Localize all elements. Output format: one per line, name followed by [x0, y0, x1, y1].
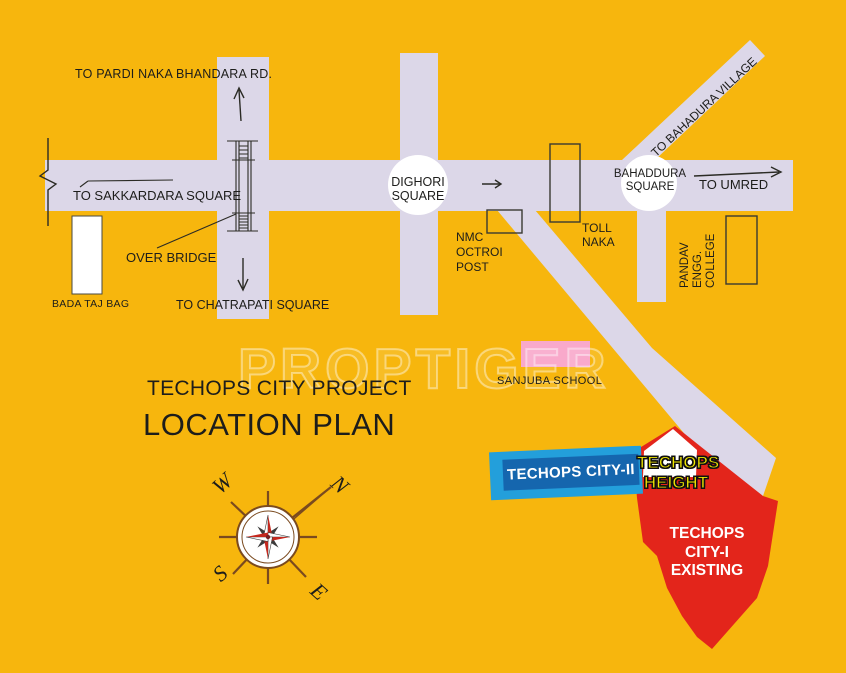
label-dighori-square: DIGHORI SQUARE — [391, 175, 445, 203]
label-sanjuba-school: SANJUBA SCHOOL — [497, 375, 603, 387]
arrow-down-icon — [237, 258, 249, 292]
label-toll-naka: TOLL NAKA — [582, 221, 615, 249]
compass-star — [245, 514, 291, 560]
road-below-bahaddura — [637, 207, 666, 302]
arrow-up-icon — [233, 86, 245, 122]
label-to-chatrapati: TO CHATRAPATI SQUARE — [176, 298, 330, 312]
dighori-square-circle — [388, 155, 448, 215]
label-pandav-college: PANDAV ENGG. COLLEGE — [679, 233, 717, 288]
techops-city2-banner-inner: TECHOPS CITY-II — [502, 453, 640, 491]
over-bridge-icon — [227, 140, 258, 232]
road-break-icon — [38, 138, 58, 226]
techops-height-zone — [643, 429, 697, 477]
label-to-sakkardara: TO SAKKARDARA SQUARE — [73, 188, 242, 203]
label-bada-taj-bag: BADA TAJ BAG — [52, 298, 130, 310]
road-diagonal-techops — [497, 210, 776, 496]
label-bahaddura-square: BAHADDURA SQUARE — [613, 168, 687, 193]
techops-city2-banner: TECHOPS CITY-II — [489, 445, 643, 501]
over-bridge-leader-line — [156, 213, 237, 249]
label-over-bridge: OVER BRIDGE — [126, 250, 217, 265]
compass-s-label: S — [208, 560, 233, 586]
sanjuba-school-box — [521, 341, 590, 367]
label-to-pardi-naka: TO PARDI NAKA BHANDARA RD. — [75, 67, 273, 81]
arrow-umred-icon — [693, 166, 783, 178]
bahaddura-square-circle — [621, 155, 677, 211]
compass-w-label: W — [207, 467, 239, 499]
label-techops-city1: TECHOPS CITY-I EXISTING — [669, 525, 745, 579]
techops-city1-zone — [633, 426, 778, 649]
compass-rose-icon: W N S E — [207, 467, 355, 606]
label-techops-city2: TECHOPS CITY-II — [506, 461, 636, 484]
compass-n-label: N — [325, 470, 354, 500]
nmc-octroi-box — [486, 209, 523, 234]
arrow-right-small-icon — [482, 179, 503, 189]
label-nmc-octroi-post: NMC OCTROI POST — [456, 230, 503, 274]
road-bahadura-village — [622, 40, 765, 176]
toll-naka-box — [549, 143, 581, 223]
project-title: TECHOPS CITY PROJECT — [147, 377, 412, 400]
compass-e-label: E — [305, 577, 333, 606]
pandav-college-box — [725, 215, 758, 285]
proptiger-watermark: PROPTIGER — [237, 336, 610, 402]
sakkardara-leader-line — [79, 179, 174, 188]
label-techops-height: TECHOPS HEIGHT — [636, 452, 720, 492]
label-to-umred: TO UMRED — [699, 177, 769, 192]
page-title: LOCATION PLAN — [143, 407, 396, 442]
bada-taj-bag-box — [71, 215, 103, 295]
